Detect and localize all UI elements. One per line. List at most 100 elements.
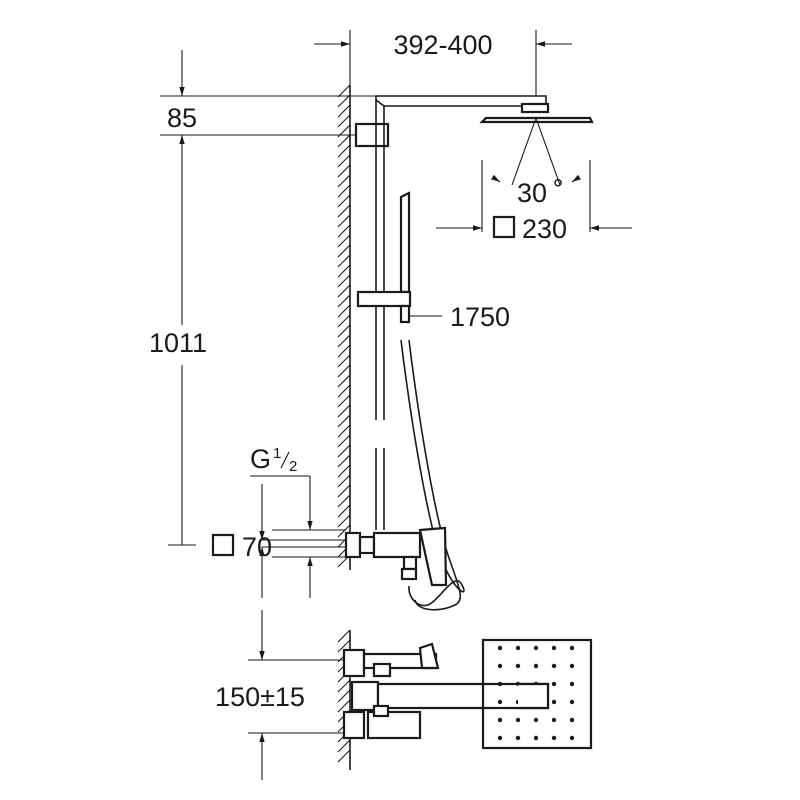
- dim-connection-thread: G 1 2: [250, 444, 346, 598]
- hatch-line: [337, 364, 351, 378]
- thread-label: G: [250, 444, 271, 474]
- screw-dot: [551, 735, 557, 741]
- dim-label-mixer-size: 70: [242, 532, 272, 562]
- hatch-line: [337, 689, 351, 703]
- hatch-line: [337, 104, 351, 118]
- spray-angle-unit: °: [553, 174, 564, 204]
- hatch-line: [337, 739, 351, 753]
- screw-dot: [533, 645, 539, 651]
- hatch-line: [337, 464, 351, 478]
- hatch-line: [337, 324, 351, 338]
- screw-dot: [569, 717, 575, 723]
- hatch-line: [337, 304, 351, 318]
- hatch-line: [337, 354, 351, 368]
- hatch-line: [337, 284, 351, 298]
- hatch-line: [337, 204, 351, 218]
- hatch-line: [337, 394, 351, 408]
- hatch-line: [337, 484, 351, 498]
- hatch-line: [337, 174, 351, 188]
- wall-upper: [337, 84, 351, 570]
- hatch-line: [337, 334, 351, 348]
- screw-dot: [497, 663, 503, 669]
- hatch-line: [337, 164, 351, 178]
- screw-dot: [569, 663, 575, 669]
- screw-dot: [497, 717, 503, 723]
- screw-dot: [533, 717, 539, 723]
- dim-head-size: 230: [436, 214, 632, 244]
- square-symbol-icon: [492, 215, 516, 239]
- hatch-line: [337, 84, 351, 98]
- screw-dot: [497, 681, 503, 687]
- hatch-line: [337, 504, 351, 518]
- hatch-line: [337, 424, 351, 438]
- dim-label-centre-distance: 150±15: [215, 682, 305, 712]
- shower-hose: [400, 339, 465, 611]
- hatch-line: [337, 94, 351, 108]
- bath-mixer: [342, 642, 550, 740]
- hatch-line: [337, 264, 351, 278]
- hatch-line: [337, 134, 351, 148]
- thread-numerator: 1: [273, 445, 281, 462]
- hatch-line: [337, 294, 351, 308]
- hatch-line: [337, 749, 351, 763]
- hatch-line: [337, 374, 351, 388]
- hatch-line: [337, 254, 351, 268]
- hatch-line: [337, 414, 351, 428]
- dim-overall-height: 1011: [149, 175, 207, 546]
- dim-mixer-size: 70: [211, 484, 272, 598]
- hatch-line: [337, 444, 351, 458]
- dim-label-spray-angle: 30: [517, 178, 547, 208]
- hatch-line: [337, 639, 351, 653]
- screw-dot: [533, 663, 539, 669]
- hatch-line: [337, 194, 351, 208]
- hatch-line: [337, 214, 351, 228]
- dim-label-hand-shower-rail: 1750: [450, 302, 510, 332]
- screw-dot: [533, 735, 539, 741]
- hatch-line: [337, 234, 351, 248]
- hatch-line: [337, 434, 351, 448]
- hatch-line: [337, 679, 351, 693]
- screw-dot: [569, 645, 575, 651]
- wall-plate-screws: [497, 645, 575, 741]
- dim-label-top-offset: 85: [167, 103, 197, 133]
- screw-dot: [569, 735, 575, 741]
- dim-label-arm-projection: 392-400: [393, 30, 492, 60]
- dim-label-head-size: 230: [522, 214, 567, 244]
- screw-dot: [515, 735, 521, 741]
- hatch-line: [337, 629, 351, 643]
- wall-hatching-upper: [337, 84, 351, 568]
- hatch-line: [337, 144, 351, 158]
- dim-top-offset: 85: [160, 50, 376, 175]
- shower-mixer: [344, 526, 448, 587]
- screw-dot: [515, 645, 521, 651]
- screw-dot: [551, 717, 557, 723]
- screw-dot: [569, 681, 575, 687]
- hatch-line: [337, 154, 351, 168]
- screw-dot: [497, 735, 503, 741]
- dim-centre-distance: 150±15: [215, 610, 344, 780]
- hatch-line: [337, 274, 351, 288]
- thread-denominator: 2: [289, 458, 297, 475]
- screw-dot: [497, 699, 503, 705]
- screw-dot: [551, 663, 557, 669]
- hatch-line: [337, 384, 351, 398]
- hatch-line: [337, 224, 351, 238]
- dim-hand-shower-rail: 1750: [410, 302, 510, 332]
- hatch-line: [337, 244, 351, 258]
- screw-dot: [551, 699, 557, 705]
- hand-shower: [356, 191, 412, 324]
- square-symbol-icon-mixer: [211, 533, 235, 557]
- screw-dot: [551, 681, 557, 687]
- screw-dot: [497, 645, 503, 651]
- hatch-line: [337, 524, 351, 538]
- screw-dot: [515, 717, 521, 723]
- hatch-line: [337, 514, 351, 528]
- hatch-line: [337, 314, 351, 328]
- label-spray-angle: 30 °: [517, 174, 563, 208]
- screw-dot: [551, 645, 557, 651]
- hatch-line: [337, 184, 351, 198]
- hatch-line: [337, 344, 351, 358]
- hatch-line: [337, 494, 351, 508]
- spray-angle-marking: [481, 117, 591, 232]
